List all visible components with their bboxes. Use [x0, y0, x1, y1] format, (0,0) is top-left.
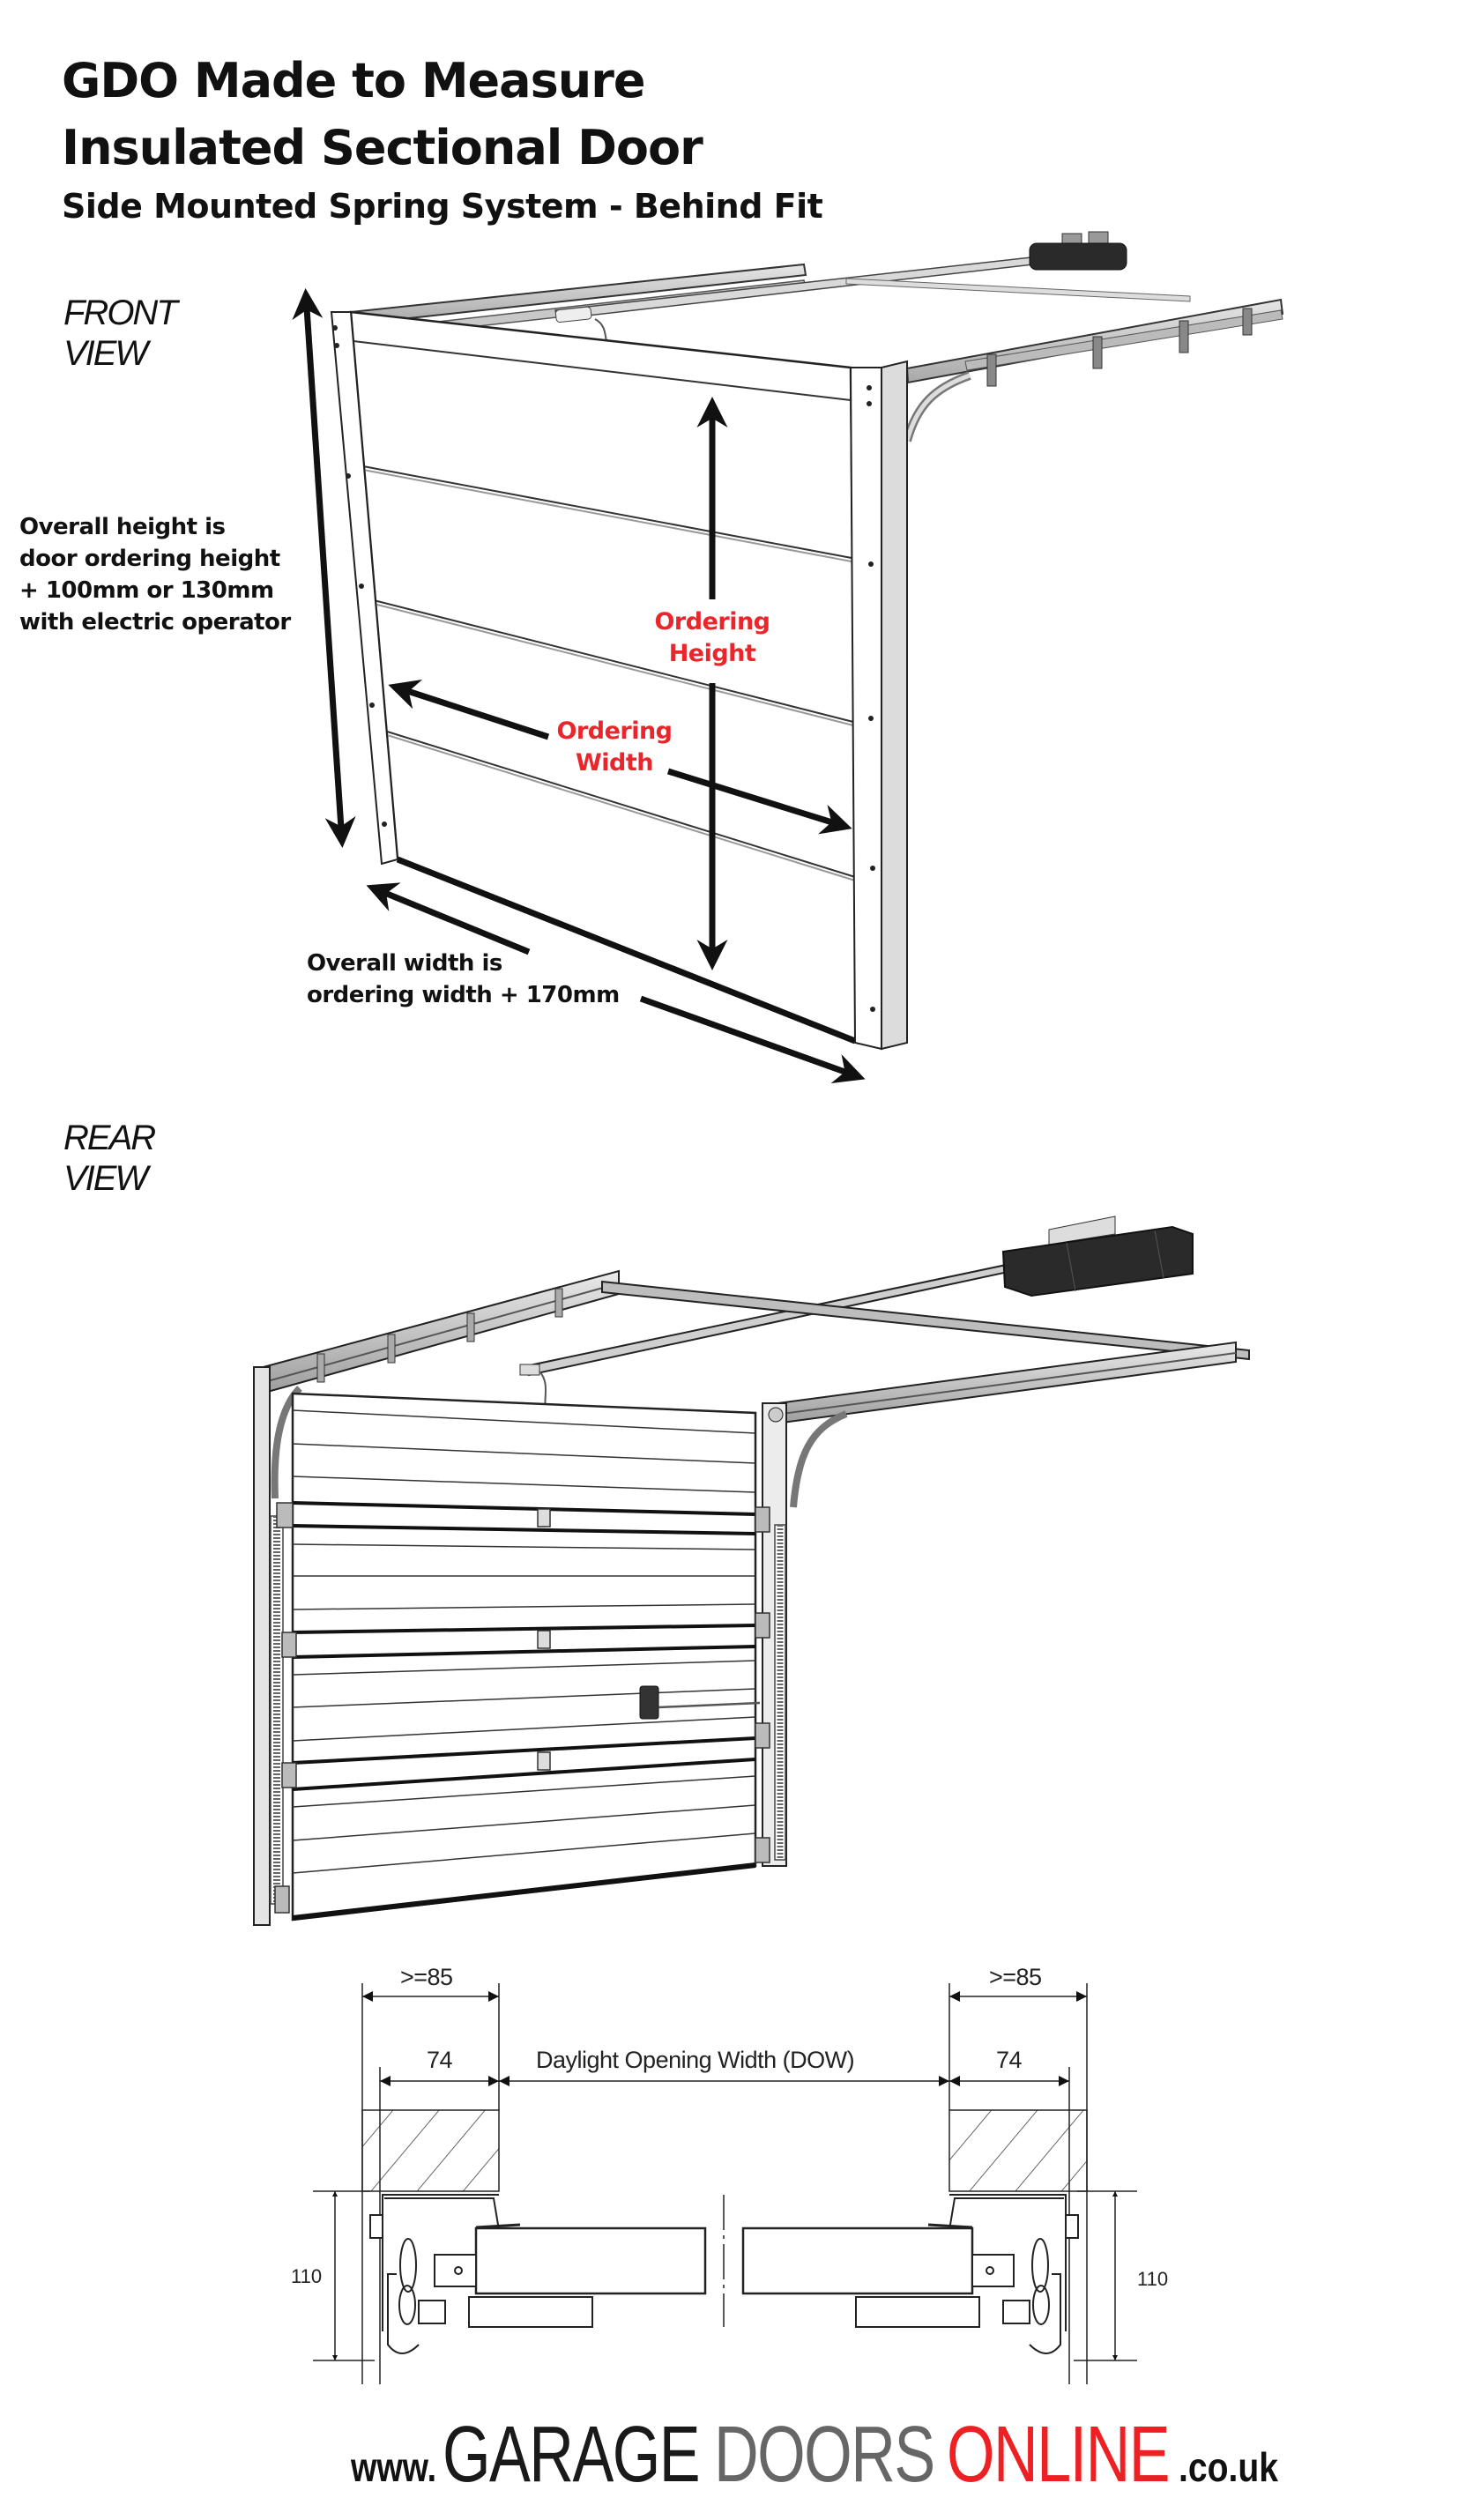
overall-height-note-line: with electric operator	[19, 609, 291, 636]
left-frame-width-value: 74	[427, 2047, 453, 2073]
overall-height-note-line: Overall height is	[19, 514, 226, 540]
rear-panel-ribs	[292, 1409, 756, 1874]
front-right-jamb-screws	[867, 385, 875, 1012]
front-operator-motor-icon	[1029, 231, 1127, 271]
rear-lock-handle-icon	[639, 1685, 659, 1720]
ordering-width-label-line: Ordering	[556, 717, 673, 745]
logo-tld: .co.uk	[1178, 2444, 1278, 2490]
overall-height-note: Overall height is door ordering height +…	[19, 511, 291, 638]
page-title-line1: GDO Made to Measure	[62, 53, 645, 108]
rear-center-hinges	[537, 1508, 551, 1771]
overall-height-arrow	[292, 288, 356, 848]
left-wall-section	[361, 2109, 500, 2192]
rear-operator-arm-bracket	[519, 1364, 540, 1376]
rear-left-post	[253, 1366, 271, 1926]
rear-lock-rod	[658, 1701, 761, 1709]
rear-operator-motor-icon	[1001, 1215, 1194, 1297]
front-view-label-line1: FRONT	[63, 294, 178, 332]
rear-bottom-seal	[292, 1862, 756, 1921]
overall-width-note: Overall width is ordering width + 170mm	[307, 948, 620, 1011]
overall-height-note-line: + 100mm or 130mm	[19, 577, 274, 604]
ordering-width-arrow-right	[666, 768, 852, 835]
ordering-height-label: Ordering Height	[651, 606, 774, 670]
overall-width-note-line: ordering width + 170mm	[307, 982, 620, 1008]
left-side-room-value: >=85	[400, 1964, 453, 1990]
ordering-height-label-line: Ordering	[654, 608, 770, 636]
rear-view-label-line2: VIEW	[63, 1159, 148, 1198]
rear-side-hinges	[274, 1502, 770, 1914]
right-frame-width-value: 74	[996, 2047, 1023, 2073]
ordering-width-label: Ordering Width	[553, 716, 676, 779]
overall-height-note-line: door ordering height	[19, 546, 280, 572]
right-frame-profile	[741, 2194, 1079, 2354]
rear-right-track	[770, 1341, 1237, 1508]
front-view-label-line2: VIEW	[63, 334, 148, 373]
ordering-width-label-line: Width	[576, 749, 654, 777]
left-frame-profile	[369, 2194, 707, 2354]
right-wall-section	[948, 2109, 1088, 2192]
front-right-track	[845, 278, 1284, 442]
logo-garage: GARAGE	[443, 2411, 701, 2499]
overall-width-arrow-left	[366, 882, 531, 955]
rear-view-drawing	[253, 1215, 1250, 1926]
front-view-label: FRONT VIEW	[63, 293, 178, 374]
rear-cross-rail	[601, 1280, 1250, 1361]
right-side-room-value: >=85	[989, 1964, 1042, 1990]
overall-width-note-line: Overall width is	[307, 950, 502, 977]
page-title-line2: Insulated Sectional Door	[62, 120, 703, 175]
ordering-height-label-line: Height	[668, 640, 756, 667]
left-depth-value: 110	[291, 2265, 323, 2287]
overall-width-arrow-right	[639, 995, 866, 1084]
right-depth-value: 110	[1137, 2268, 1169, 2290]
front-bottom-seal	[396, 856, 857, 1044]
rear-stiffeners	[292, 1501, 756, 1791]
ordering-width-arrow-left	[388, 680, 550, 740]
dow-label: Daylight Opening Width (DOW)	[536, 2047, 855, 2073]
logo-online: ONLINE	[946, 2411, 1171, 2499]
page-subtitle: Side Mounted Spring System - Behind Fit	[62, 187, 823, 226]
front-panel-joints	[353, 340, 856, 881]
logo-www: www.	[351, 2444, 437, 2490]
plan-section-drawing	[313, 1983, 1137, 2384]
rear-view-label-line1: REAR	[63, 1119, 156, 1157]
rear-view-label: REAR VIEW	[63, 1118, 156, 1199]
front-view-drawing	[292, 231, 1284, 1084]
logo-doors: DOORS	[713, 2411, 935, 2499]
